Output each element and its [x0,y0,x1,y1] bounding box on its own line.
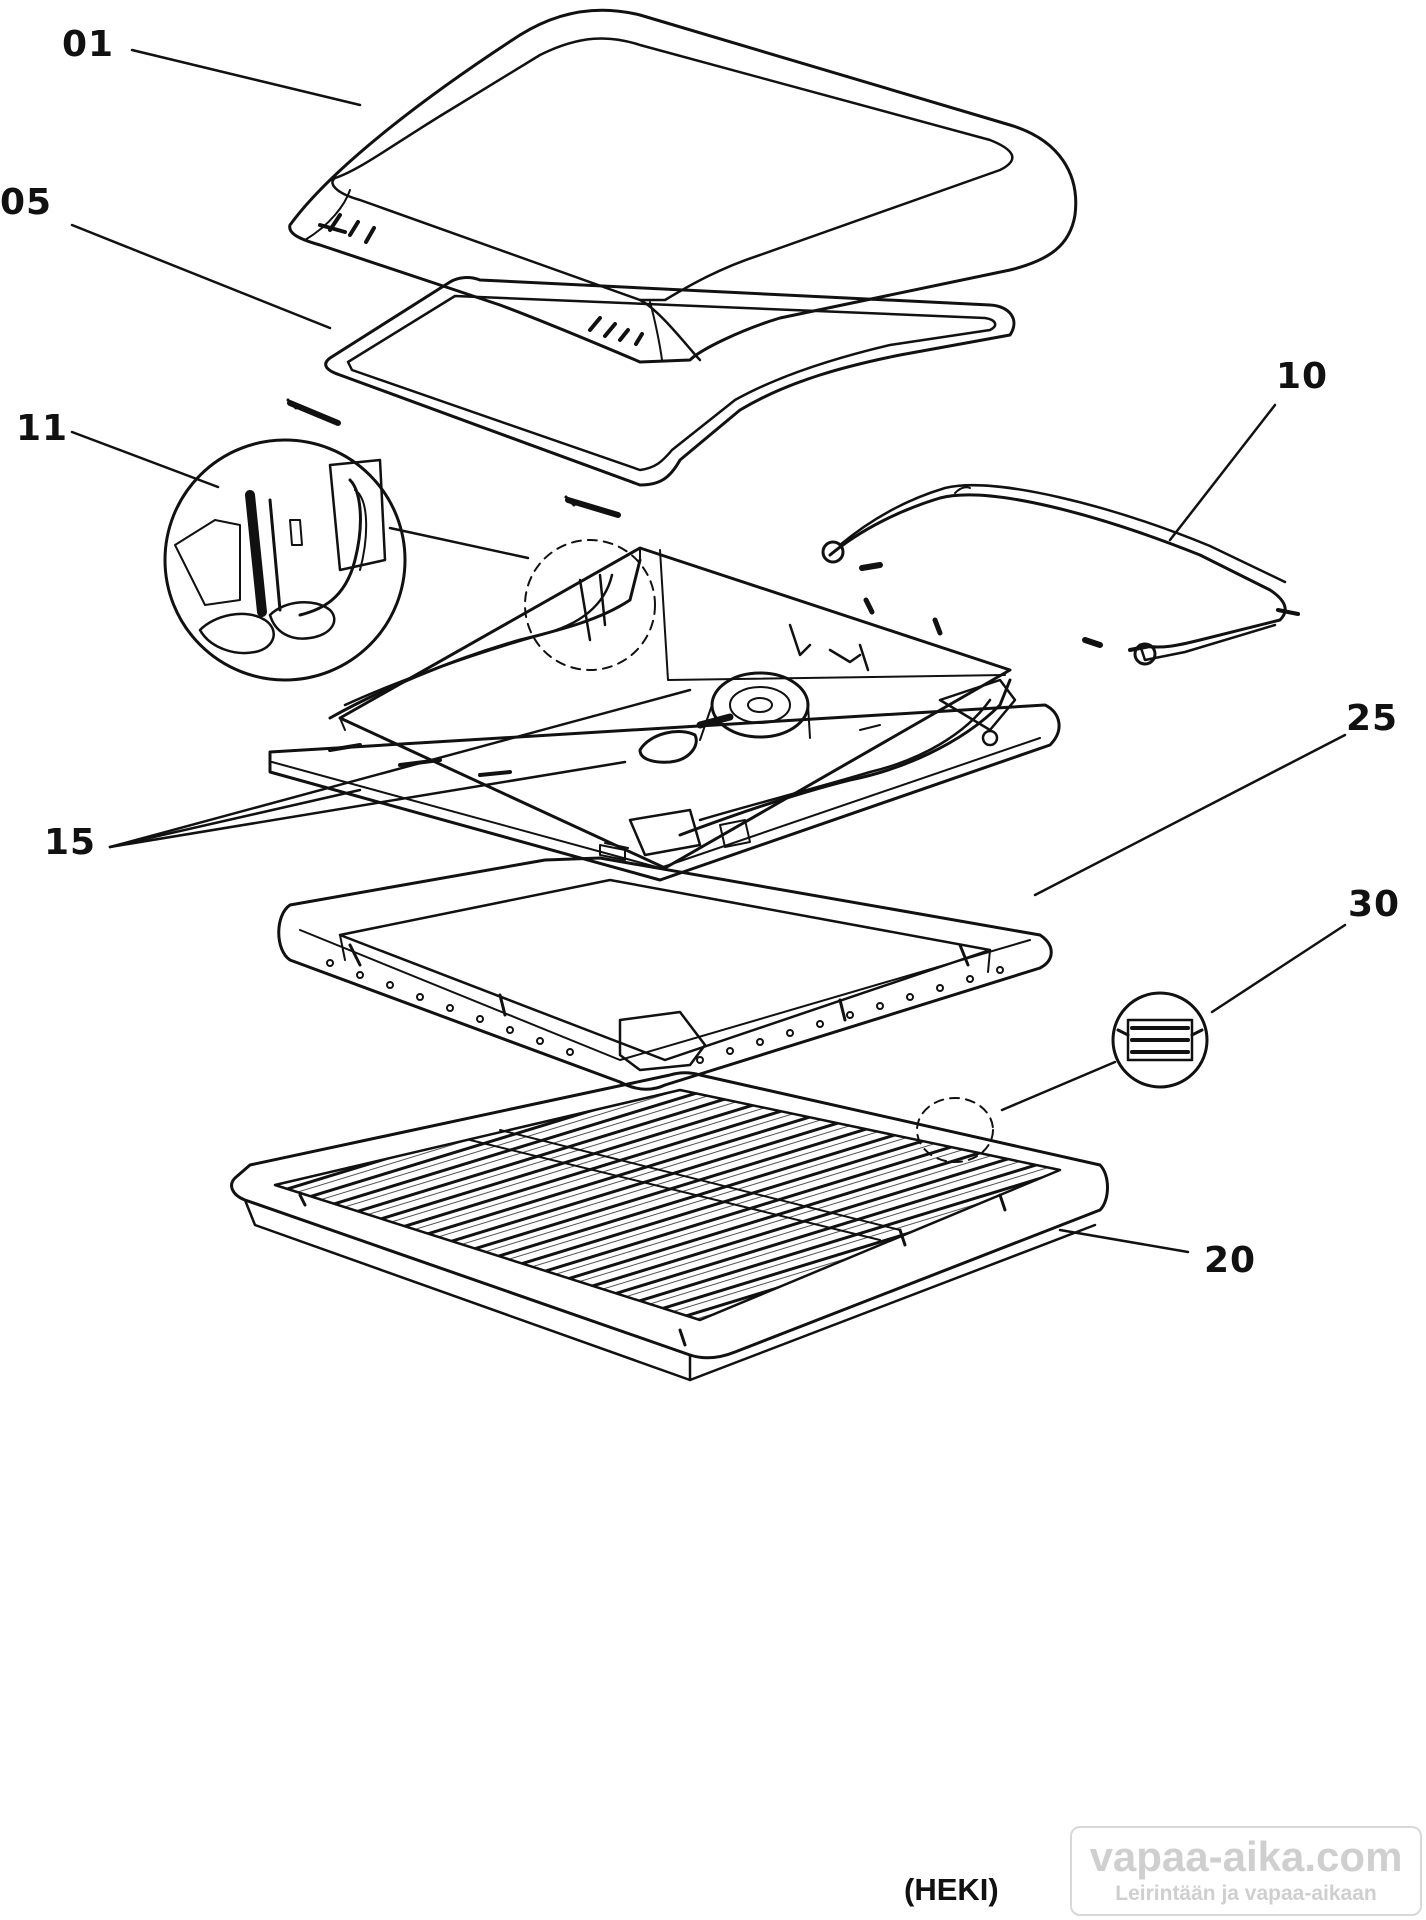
leader-30 [1210,923,1347,1014]
leader-20 [1058,1228,1190,1254]
part-10-lift-bar [821,484,1300,666]
part-20-screen-tray [230,1071,1109,1382]
screw-a [859,562,883,571]
part-25-inner-frame [277,856,1053,1091]
leader-11b [388,526,530,560]
screw-small-b [564,495,621,518]
brand-label: (HEKI) [904,1872,999,1907]
callout-20: 20 [1204,1240,1257,1281]
leader-10 [1168,403,1277,542]
frame-holes [326,959,1004,1064]
part-30-clip-detail [1111,991,1209,1089]
callout-01: 01 [62,24,115,65]
leader-15c [108,788,362,849]
part-05-gasket [324,276,1016,487]
part-15-frame-assembly [268,539,1061,882]
leader-05 [70,223,332,330]
callout-11: 11 [16,408,69,449]
callout-05: 05 [0,182,53,223]
part-11-detail-view [163,438,407,682]
callout-30: 30 [1348,884,1401,925]
callout-10: 10 [1276,356,1329,397]
watermark: vapaa-aika.com Leirintään ja vapaa-aikaa… [1070,1826,1422,1916]
callout-15: 15 [44,822,97,863]
screw-c [932,617,943,636]
screw-d [1082,637,1103,648]
screw-small-a [286,398,341,426]
callout-25: 25 [1346,698,1399,739]
screw-b [863,597,875,615]
leader-15b [108,760,627,849]
leader-11 [70,430,220,489]
leader-lines [70,48,1347,1254]
leader-01 [130,48,362,107]
leader-30b [1000,1060,1117,1112]
leader-15a [108,688,692,849]
leader-25 [1033,733,1347,897]
watermark-tagline: Leirintään ja vapaa-aikaan [1115,1882,1377,1905]
watermark-site: vapaa-aika.com [1089,1833,1403,1880]
